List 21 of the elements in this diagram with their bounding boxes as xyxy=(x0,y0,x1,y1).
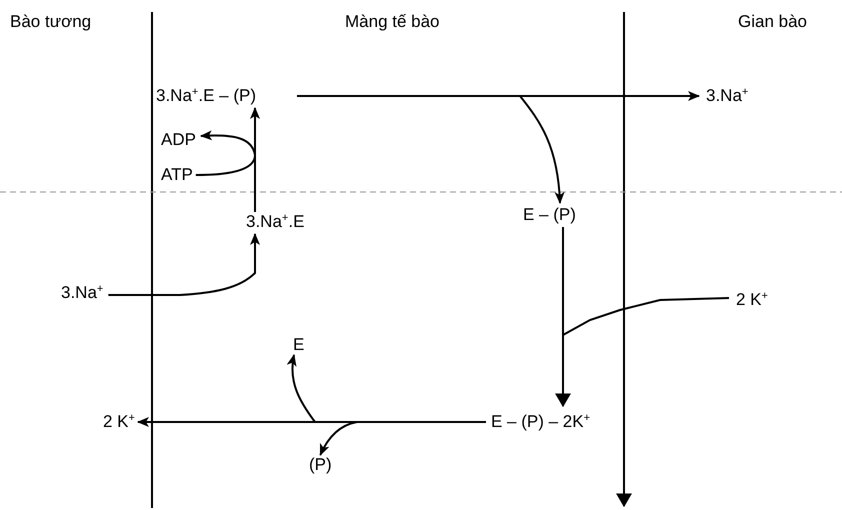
arrow xyxy=(108,233,260,296)
species-label: 3.Na$^{+}$.E xyxy=(245,212,306,232)
region-heading: Gian bào xyxy=(738,12,807,32)
region-heading: Màng tế bào xyxy=(345,12,440,32)
species-label: E – (P) – 2K$^{+}$ xyxy=(490,412,592,432)
species-label: ATP xyxy=(160,165,194,185)
species-label: 2 K$^{+}$ xyxy=(102,412,136,432)
species-label: E xyxy=(292,335,306,355)
region-heading: Bào tương xyxy=(10,12,92,32)
arrow xyxy=(250,107,260,212)
species-label: ADP xyxy=(160,130,197,150)
species-label: 3.Na$^{+}$ xyxy=(705,86,750,106)
arrow xyxy=(196,130,256,176)
species-label: 3.Na$^{+}$ xyxy=(60,283,104,303)
arrow xyxy=(319,421,486,456)
arrow xyxy=(555,227,571,408)
species-label: 2 K$^{+}$ xyxy=(735,290,769,310)
species-label: 3.Na$^{+}$.E – (P) xyxy=(155,86,257,106)
arrow xyxy=(296,95,564,204)
species-label: E – (P) xyxy=(522,205,577,225)
species-label: (P) xyxy=(308,455,333,475)
